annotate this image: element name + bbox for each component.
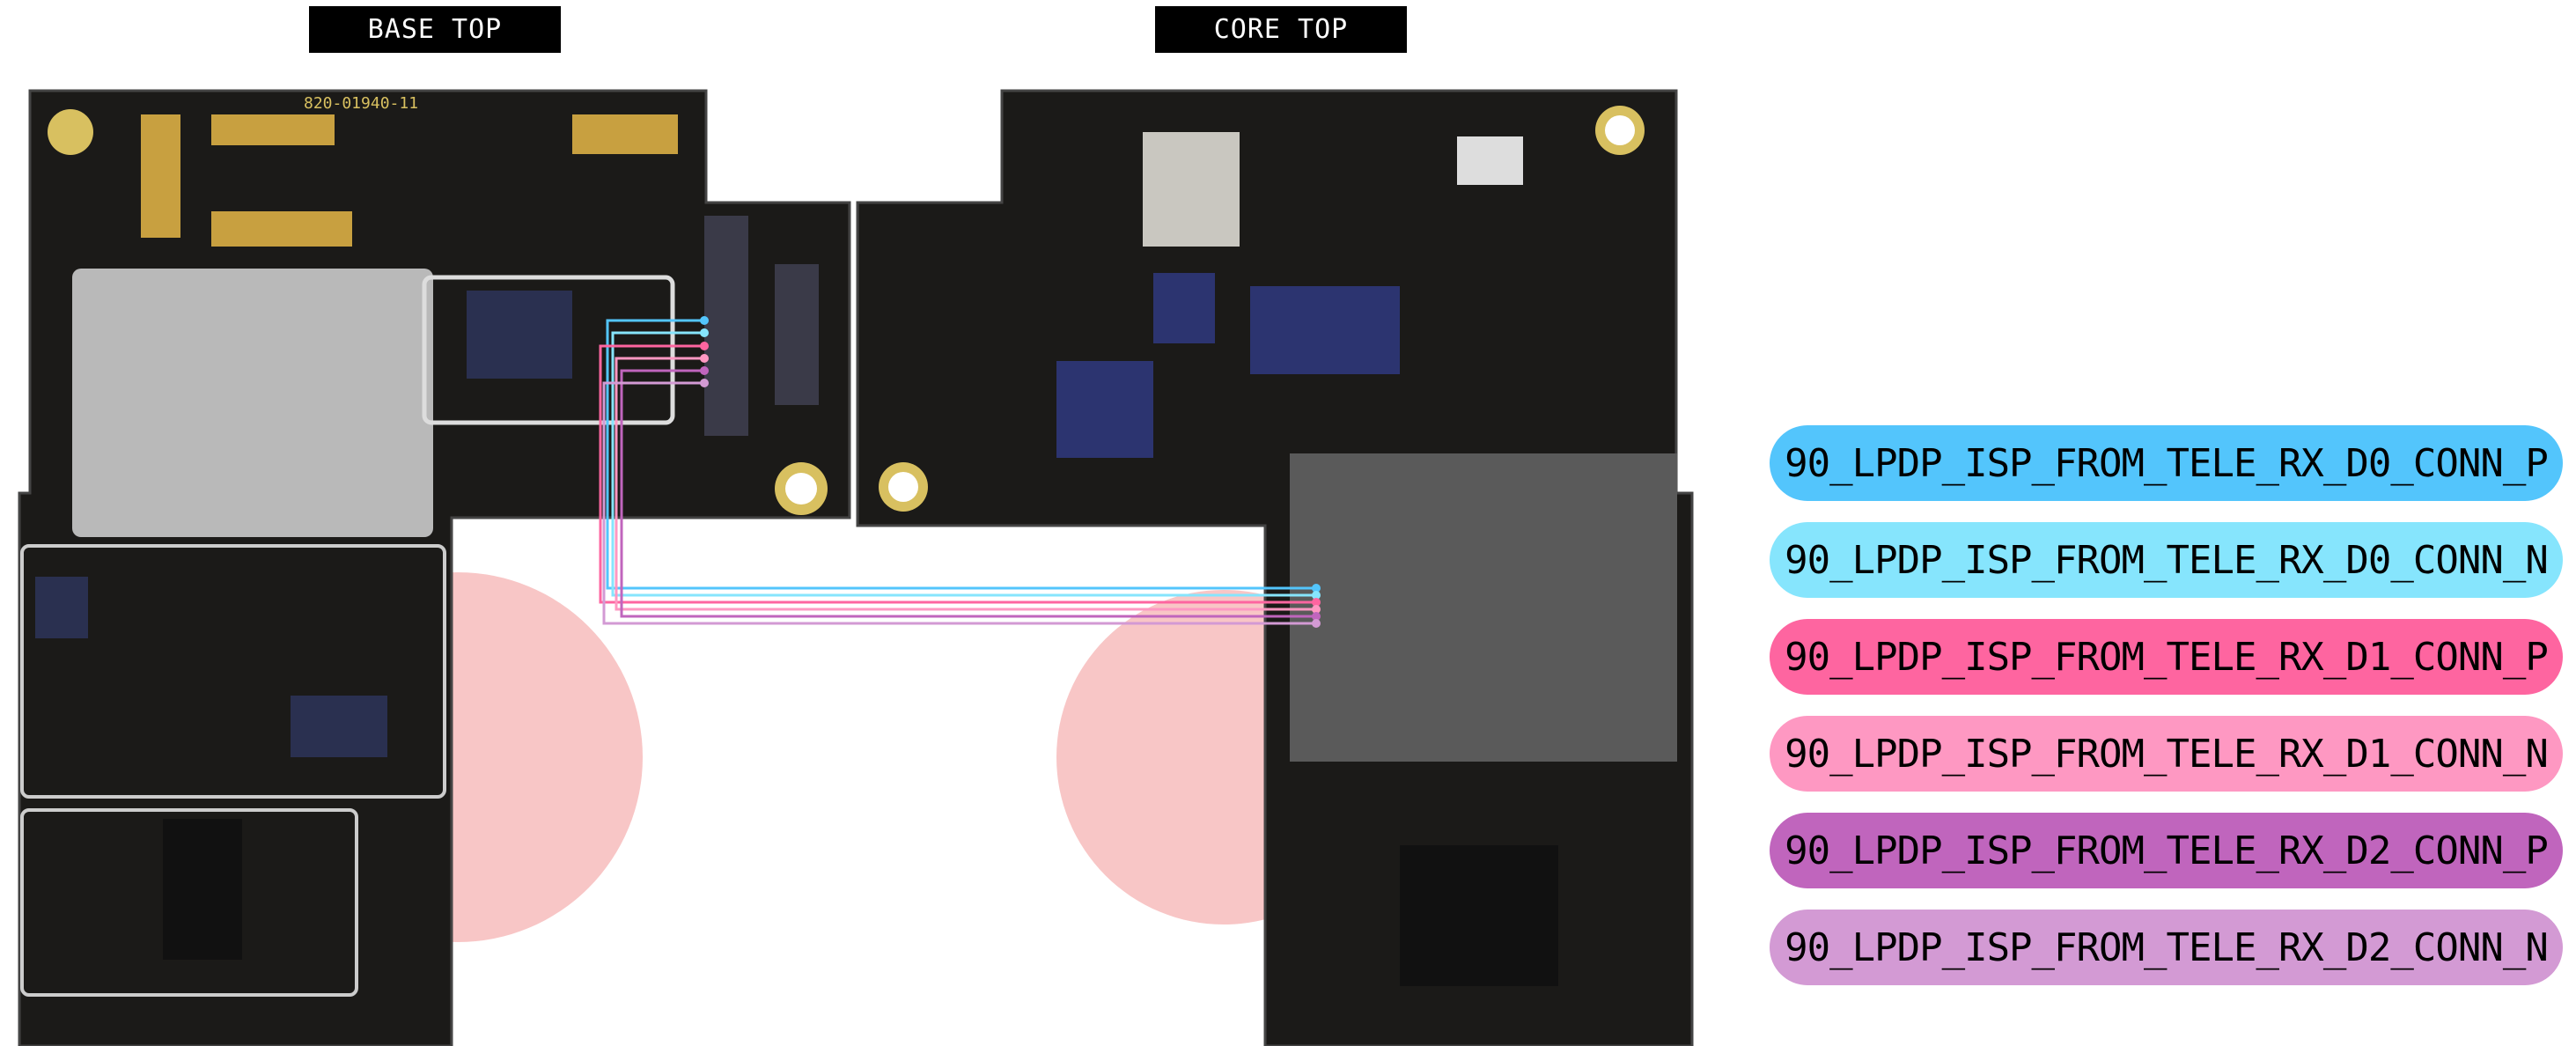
test-point-marker [1312, 619, 1321, 628]
chip [1153, 273, 1215, 343]
test-point-marker [700, 328, 709, 337]
chip [1143, 132, 1240, 247]
connector [141, 114, 180, 238]
signal-legend-d2-p[interactable]: 90_LPDP_ISP_FROM_TELE_RX_D2_CONN_P [1770, 813, 2563, 888]
soc-bga [1290, 453, 1677, 762]
chip [163, 819, 242, 960]
chip [291, 696, 387, 757]
signal-legend-d1-p[interactable]: 90_LPDP_ISP_FROM_TELE_RX_D1_CONN_P [1770, 619, 2563, 695]
connector [775, 264, 819, 405]
core-board [856, 89, 1694, 1046]
signal-legend-d1-n[interactable]: 90_LPDP_ISP_FROM_TELE_RX_D1_CONN_N [1770, 716, 2563, 792]
test-point-marker [700, 342, 709, 350]
chip [1400, 845, 1558, 986]
signal-trace [606, 319, 1316, 590]
part-number: 820-01940-11 [304, 94, 418, 113]
test-point-marker [700, 379, 709, 387]
shield-frame [20, 808, 358, 997]
core-top-label: CORE TOP [1155, 6, 1407, 53]
test-point-marker [1312, 584, 1321, 593]
shield-frame [20, 544, 446, 799]
test-point-marker [700, 316, 709, 325]
test-point-marker [1312, 591, 1321, 600]
test-point-marker [1312, 612, 1321, 621]
signal-legend-d2-n[interactable]: 90_LPDP_ISP_FROM_TELE_RX_D2_CONN_N [1770, 910, 2563, 985]
connector [211, 114, 335, 145]
test-point-marker [700, 354, 709, 363]
signal-trace [611, 331, 1316, 597]
core-components [879, 106, 1677, 986]
test-point-marker [700, 366, 709, 375]
base-components [20, 109, 828, 997]
screw-hole [48, 109, 93, 155]
chip [1457, 136, 1523, 185]
chip [467, 291, 572, 379]
signal-legend-d0-p[interactable]: 90_LPDP_ISP_FROM_TELE_RX_D0_CONN_P [1770, 425, 2563, 501]
connector [211, 211, 352, 247]
chip [1056, 361, 1153, 458]
signal-trace [620, 369, 1316, 618]
signal-legend-d0-n[interactable]: 90_LPDP_ISP_FROM_TELE_RX_D0_CONN_N [1770, 522, 2563, 598]
connector [572, 114, 678, 154]
base-top-label: BASE TOP [309, 6, 561, 53]
signal-trace [599, 344, 1316, 604]
signal-trace [602, 381, 1316, 625]
nand-chip [72, 269, 433, 537]
chip [35, 577, 88, 638]
signal-traces [599, 316, 1321, 628]
connector [704, 216, 748, 436]
shield-frame [422, 275, 675, 425]
test-point-marker [1312, 605, 1321, 614]
test-point-marker [1312, 598, 1321, 607]
chip [1250, 286, 1400, 374]
signal-trace [615, 357, 1316, 611]
